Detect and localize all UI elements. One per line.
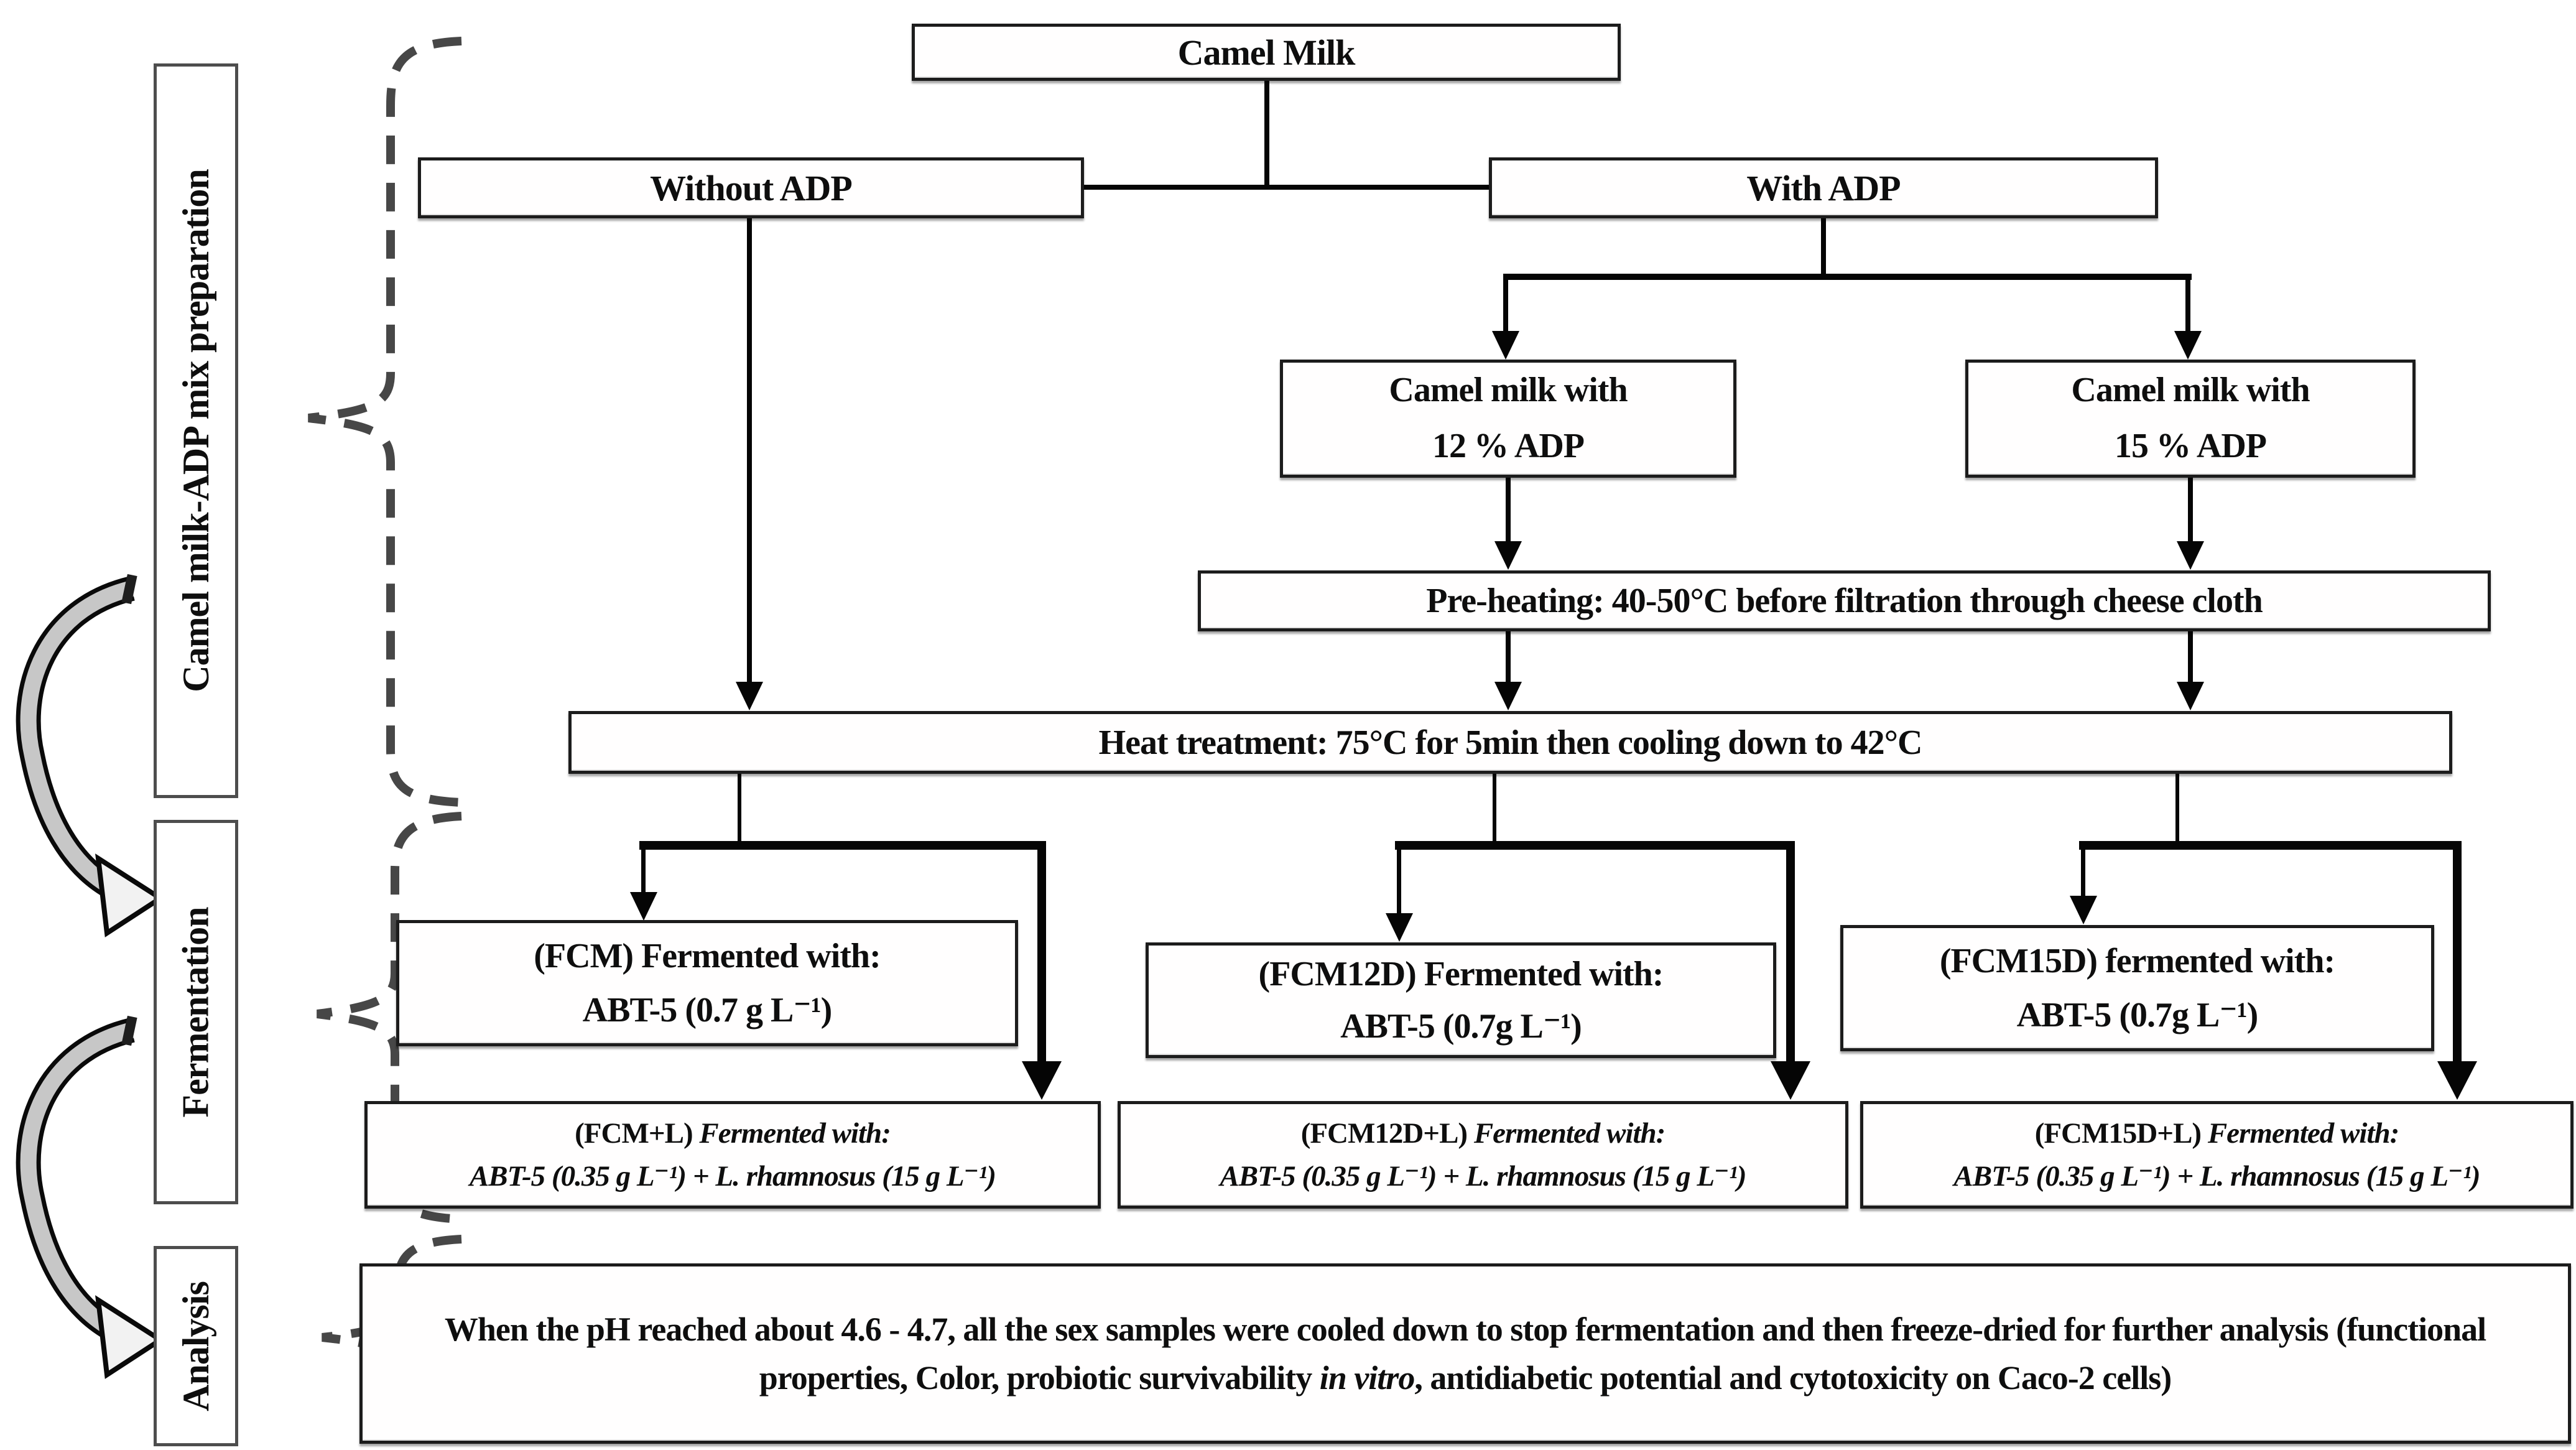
stage-transition-arrow-icon: [16, 574, 165, 937]
stage-label-preparation: Camel milk-ADP mix preparation: [154, 63, 238, 798]
connector-line: [2079, 841, 2462, 850]
node-label-line1: (FCM15D) fermented with:: [1939, 941, 2335, 980]
arrow-down-icon: [1494, 682, 1522, 710]
node-label-line2: ABT-5 (0.7 g L⁻¹): [582, 990, 833, 1029]
node-label: Heat treatment: 75°C for 5min then cooli…: [1098, 723, 1923, 762]
connector-line: [2185, 274, 2190, 332]
connector-line: [2081, 841, 2085, 897]
connector-line: [1084, 185, 1491, 190]
analysis-text-part2: , antidiabetic potential and cytotoxicit…: [1414, 1359, 2172, 1397]
connector-line: [738, 774, 741, 845]
node-label-line2: 15 % ADP: [2115, 427, 2267, 465]
connector-line: [2188, 631, 2193, 683]
arrow-down-icon: [1022, 1061, 1062, 1100]
node-fcm: (FCM) Fermented with: ABT-5 (0.7 g L⁻¹): [396, 920, 1018, 1046]
arrow-down-icon: [2177, 541, 2204, 570]
connector-line: [1506, 631, 1511, 683]
connector-line: [1037, 841, 1046, 1062]
node-preheating: Pre-heating: 40-50°C before filtration t…: [1198, 570, 2491, 631]
node-with-adp: With ADP: [1489, 157, 2158, 218]
connector-line: [1395, 841, 1795, 850]
stage-label-analysis: Analysis: [154, 1246, 238, 1446]
arrow-down-icon: [1771, 1061, 1810, 1100]
node-label-line2: ABT-5 (0.7g L⁻¹): [2016, 995, 2259, 1034]
arrow-down-icon: [2070, 896, 2097, 924]
node-milk-15-adp: Camel milk with 15 % ADP: [1965, 360, 2416, 478]
node-label-line1: Camel milk with: [2071, 371, 2310, 410]
node-desc: Fermented with:: [1473, 1117, 1666, 1150]
node-label-line1: (FCM15D+L) Fermented with:: [2034, 1112, 2400, 1155]
node-code: (FCM12D+L): [1300, 1117, 1474, 1150]
arrow-down-icon: [2177, 682, 2204, 710]
arrow-down-icon: [2437, 1061, 2477, 1100]
node-desc: Fermented with:: [699, 1117, 891, 1150]
node-analysis-note: When the pH reached about 4.6 - 4.7, all…: [359, 1263, 2571, 1444]
connector-line: [2188, 476, 2193, 542]
node-label: Without ADP: [650, 167, 853, 208]
analysis-text-part1: When the pH reached about 4.6 - 4.7, all…: [444, 1310, 2486, 1397]
arrow-down-icon: [2174, 331, 2202, 360]
node-label-line2: ABT-5 (0.7g L⁻¹): [1340, 1007, 1582, 1046]
connector-line: [1493, 774, 1496, 845]
connector-line: [2175, 774, 2179, 845]
arrow-down-icon: [1492, 331, 1519, 360]
node-desc: Fermented with:: [2207, 1117, 2399, 1150]
node-label-line2: ABT-5 (0.35 g L⁻¹) + L. rhamnosus (15 g …: [469, 1160, 996, 1192]
stage-label-text: Analysis: [175, 1281, 216, 1411]
stage-label-text: Fermentation: [175, 907, 216, 1117]
node-code: (FCM15D+L): [2034, 1117, 2208, 1150]
connector-line: [1503, 274, 1508, 332]
connector-line: [1503, 274, 2192, 280]
node-label-line1: (FCM+L) Fermented with:: [575, 1112, 891, 1155]
node-camel-milk: Camel Milk: [912, 24, 1621, 81]
node-milk-12-adp: Camel milk with 12 % ADP: [1280, 360, 1736, 478]
node-label-line1: Camel milk with: [1389, 371, 1628, 410]
node-label: Camel Milk: [1177, 32, 1356, 73]
connector-line: [1786, 841, 1795, 1062]
arrow-down-icon: [1494, 541, 1522, 570]
node-without-adp: Without ADP: [418, 157, 1084, 218]
node-label-line1: (FCM12D) Fermented with:: [1258, 955, 1664, 993]
arrow-down-icon: [630, 892, 657, 921]
stage-transition-arrow-icon: [16, 1015, 165, 1379]
connector-line: [1397, 841, 1401, 914]
node-fcm15d-l: (FCM15D+L) Fermented with: ABT-5 (0.35 g…: [1860, 1101, 2574, 1209]
node-label-line2: 12 % ADP: [1432, 427, 1585, 465]
node-fcm15d: (FCM15D) fermented with: ABT-5 (0.7g L⁻¹…: [1840, 925, 2434, 1051]
node-label: With ADP: [1746, 167, 1901, 208]
connector-line: [641, 841, 646, 893]
connector-line: [1821, 218, 1826, 277]
node-label-line2: ABT-5 (0.35 g L⁻¹) + L. rhamnosus (15 g …: [1953, 1160, 2480, 1192]
node-label-line1: (FCM12D+L) Fermented with:: [1301, 1112, 1666, 1155]
node-fcm12d-l: (FCM12D+L) Fermented with: ABT-5 (0.35 g…: [1118, 1101, 1848, 1209]
node-label-line2: ABT-5 (0.35 g L⁻¹) + L. rhamnosus (15 g …: [1220, 1160, 1746, 1192]
connector-line: [1264, 80, 1269, 188]
node-fcm-l: (FCM+L) Fermented with: ABT-5 (0.35 g L⁻…: [364, 1101, 1101, 1209]
connector-line: [2453, 841, 2462, 1062]
brace-preparation-icon: [308, 37, 462, 807]
node-heat-treatment: Heat treatment: 75°C for 5min then cooli…: [568, 711, 2452, 774]
analysis-text: When the pH reached about 4.6 - 4.7, all…: [380, 1305, 2551, 1403]
connector-line: [1506, 476, 1511, 542]
node-code: (FCM+L): [575, 1117, 700, 1150]
stage-label-text: Camel milk-ADP mix preparation: [175, 169, 216, 692]
arrow-down-icon: [736, 682, 763, 710]
connector-line: [639, 841, 1046, 850]
node-label-line1: (FCM) Fermented with:: [534, 936, 881, 975]
analysis-text-italic: in vitro: [1319, 1359, 1415, 1397]
connector-line: [747, 218, 752, 683]
node-label: Pre-heating: 40-50°C before filtration t…: [1426, 582, 2263, 620]
stage-label-fermentation: Fermentation: [154, 820, 238, 1204]
node-fcm12d: (FCM12D) Fermented with: ABT-5 (0.7g L⁻¹…: [1146, 942, 1776, 1058]
arrow-down-icon: [1386, 913, 1413, 942]
